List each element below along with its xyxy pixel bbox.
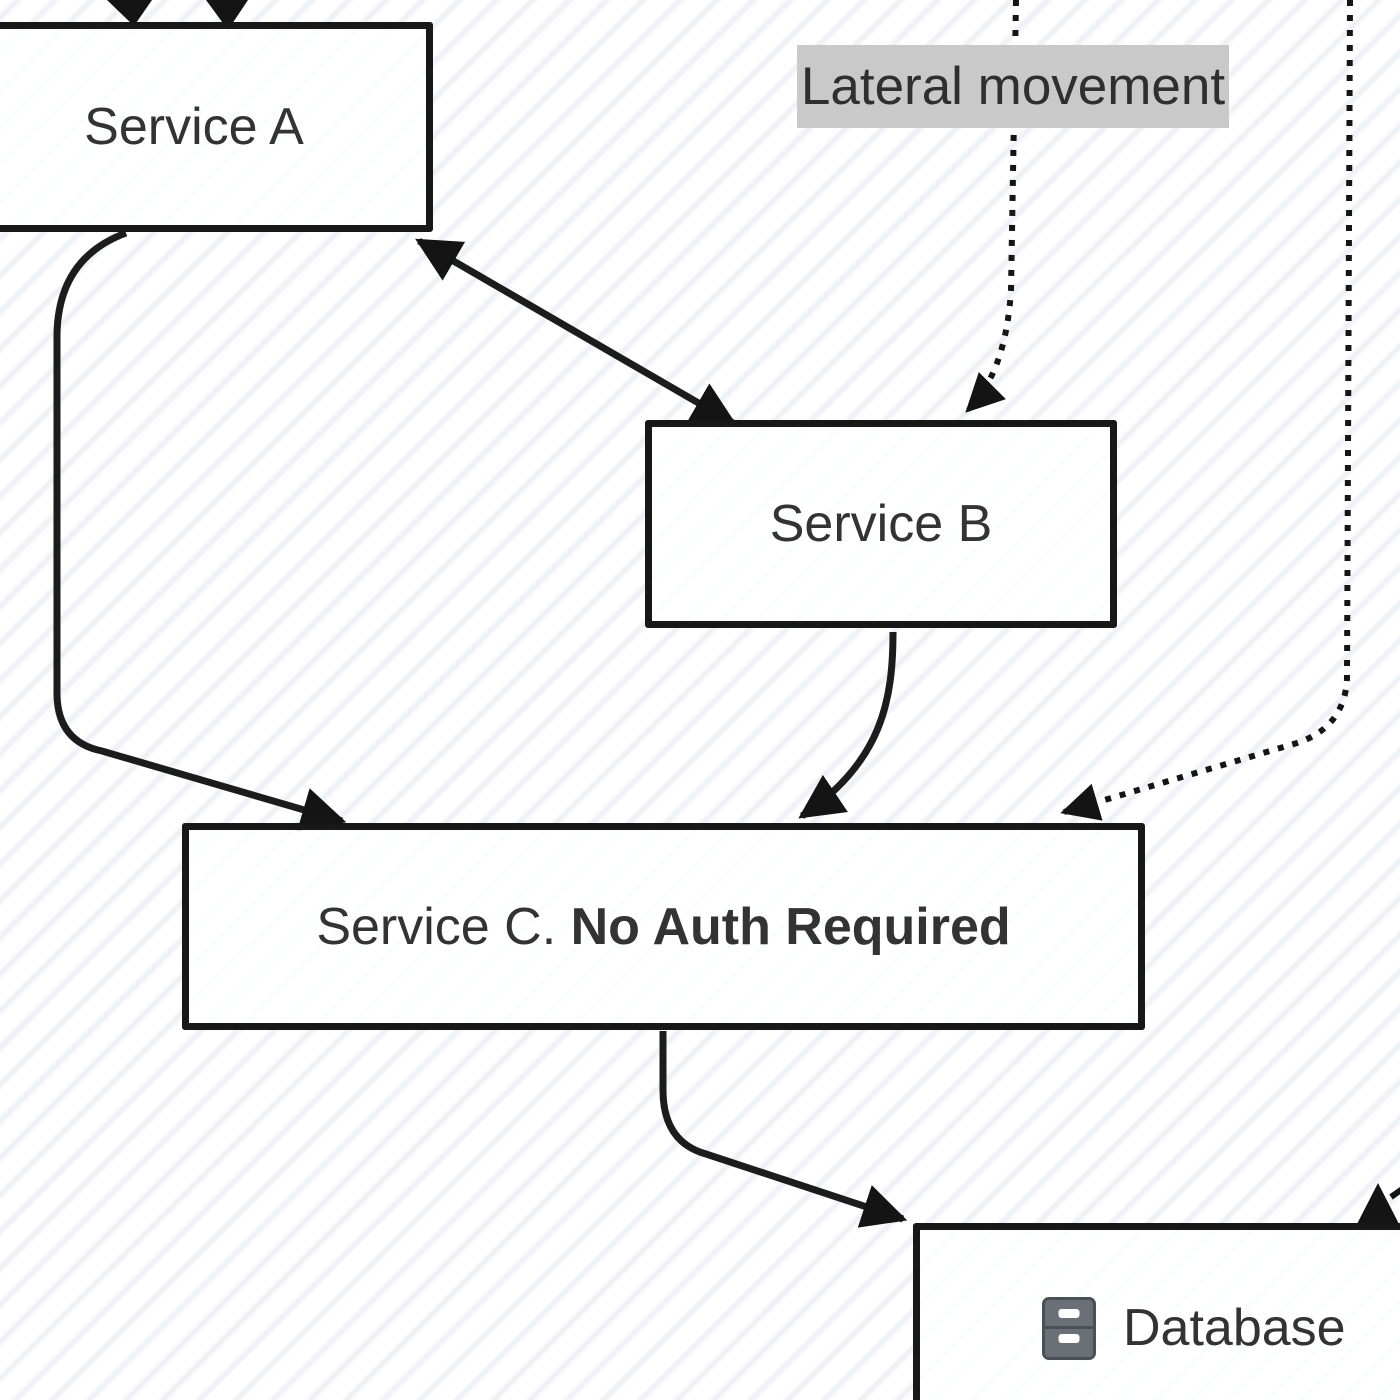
node-service-b[interactable]: Service B: [645, 420, 1117, 628]
database-outgoing-arrowhead-icon: [1357, 1183, 1399, 1224]
database-icon: [1042, 1296, 1096, 1360]
edge-lateral-movement-service-c: [1060, 0, 1353, 821]
database-outgoing-edge-stub: [1389, 1186, 1400, 1200]
incoming-arrowhead-left-icon: [107, 0, 152, 26]
service-b-label: Service B: [769, 495, 993, 553]
database-label: Database: [1123, 1299, 1346, 1357]
edge-service-b-service-c: [798, 631, 897, 819]
edge-service-a-service-b: [415, 237, 737, 427]
node-service-c[interactable]: Service C. No Auth Required: [182, 823, 1145, 1030]
edge-service-a-service-c: [53, 229, 347, 832]
edge-service-c-database: [659, 1031, 908, 1228]
node-service-a[interactable]: Service A: [0, 22, 433, 232]
incoming-arrowhead-right-icon: [206, 0, 248, 30]
service-a-label: Service A: [84, 98, 304, 156]
lateral-movement-text: Lateral movement: [800, 57, 1226, 116]
service-c-label-no-auth: No Auth Required: [570, 897, 1011, 956]
edge-lateral-movement-service-b: [965, 0, 1019, 413]
lateral-movement-label[interactable]: Lateral movement: [797, 45, 1229, 128]
node-database[interactable]: Database: [913, 1223, 1400, 1400]
service-c-label: Service C.: [316, 897, 571, 956]
